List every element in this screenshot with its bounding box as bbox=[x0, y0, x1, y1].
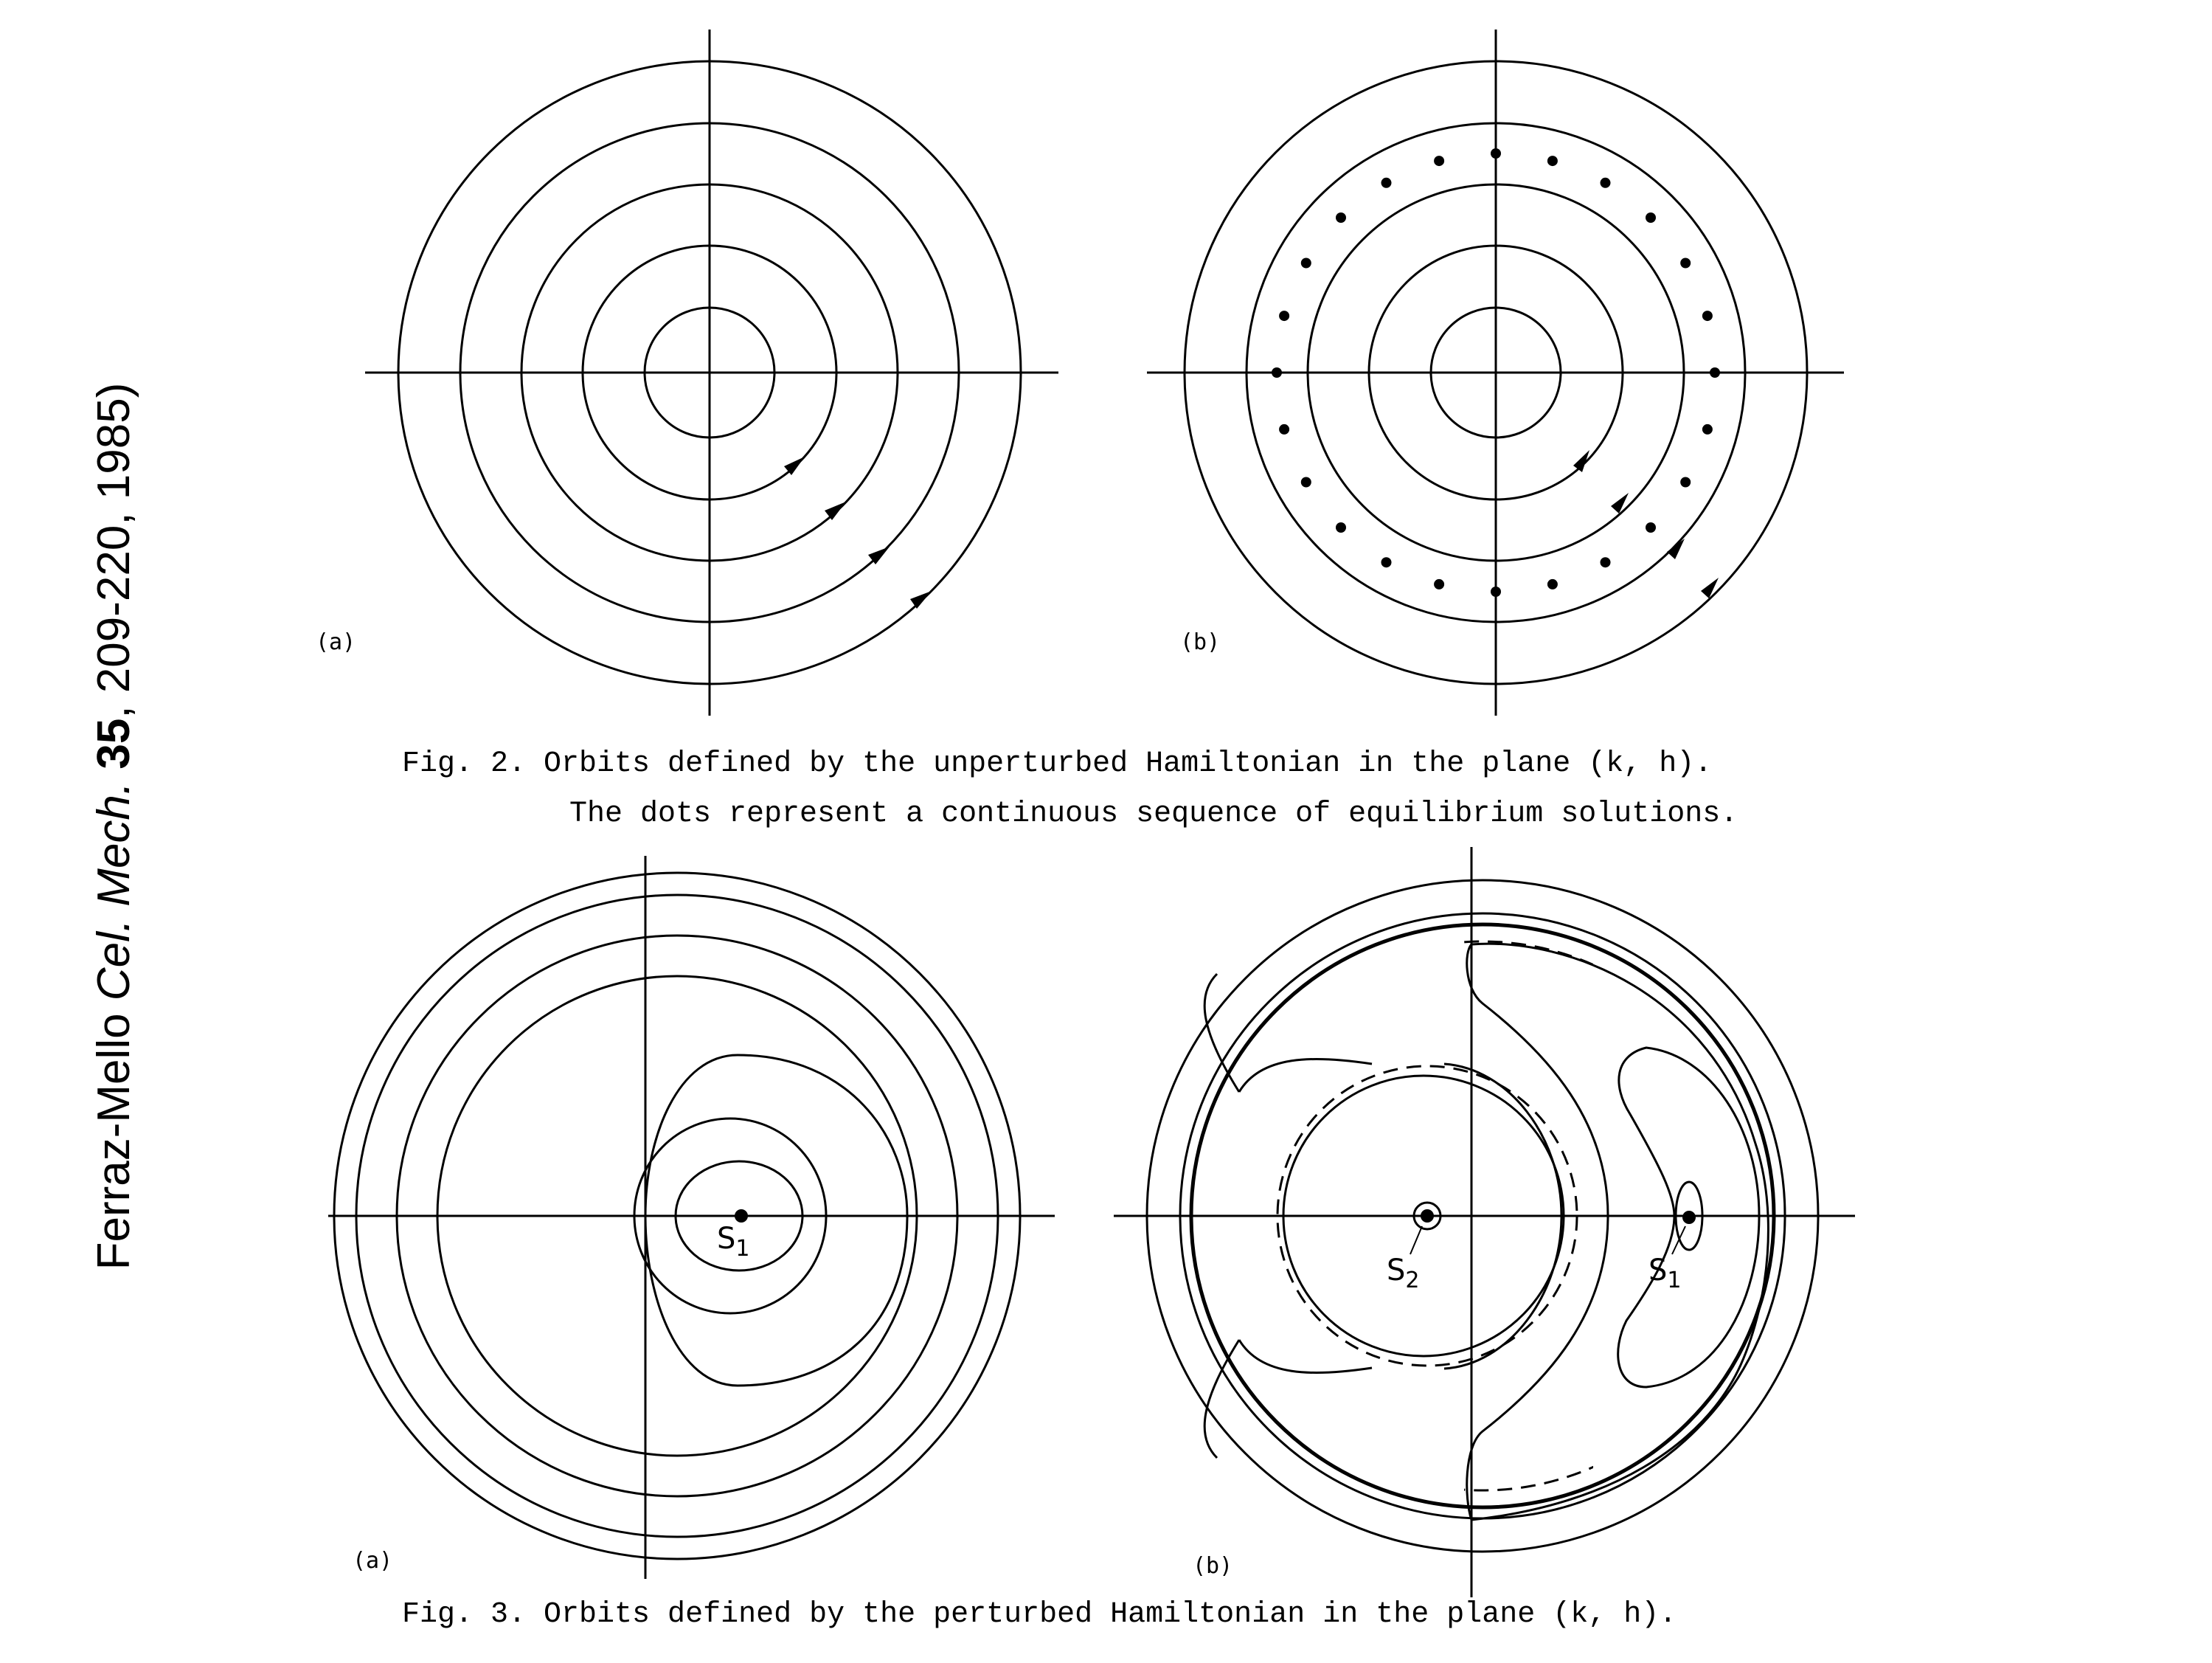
citation-journal: Cel. Mech. bbox=[89, 781, 139, 1001]
fig3b-equilibrium-s2 bbox=[1421, 1209, 1434, 1223]
fig2b-panel-label: (b) bbox=[1180, 629, 1220, 655]
side-citation: Ferraz-Mello Cel. Mech. 35, 209-220, 198… bbox=[81, 236, 148, 1417]
fig3-caption: Fig. 3. Orbits defined by the perturbed … bbox=[402, 1598, 1677, 1631]
fig2-caption-line1: Fig. 2. Orbits defined by the unperturbe… bbox=[402, 747, 1712, 781]
fig2b-equilibrium-dot bbox=[1300, 257, 1311, 269]
fig2b-equilibrium-dot bbox=[1710, 367, 1720, 378]
fig2b-equilibrium-dot bbox=[1300, 477, 1311, 488]
fig3a-diagram bbox=[328, 856, 1055, 1579]
fig2-caption-line2: The dots represent a continuous sequence… bbox=[569, 798, 1738, 831]
fig2b-equilibrium-dot bbox=[1272, 367, 1282, 378]
fig2b-equilibrium-dot bbox=[1279, 311, 1290, 322]
fig3a-s1-label: S1 bbox=[717, 1222, 749, 1262]
fig3b-s1-pointer bbox=[1671, 1225, 1686, 1255]
fig3a-panel-label: (a) bbox=[353, 1548, 392, 1574]
fig2b-equilibrium-dot bbox=[1491, 148, 1501, 159]
fig3a-equilibrium-s1 bbox=[735, 1209, 748, 1223]
fig3b-panel-label: (b) bbox=[1193, 1553, 1232, 1579]
fig2b-equilibrium-dot bbox=[1381, 177, 1392, 188]
fig3b-horseshoe-inner bbox=[1466, 943, 1609, 1521]
fig3b-diagram bbox=[1114, 847, 1855, 1597]
fig2b-equilibrium-dot bbox=[1279, 423, 1290, 435]
fig2b-equilibrium-dot bbox=[1646, 522, 1656, 533]
fig2b-equilibrium-dot bbox=[1680, 477, 1691, 488]
fig2b-equilibrium-dot bbox=[1434, 156, 1445, 167]
citation-details: , 209-220, 1985) bbox=[89, 382, 139, 719]
fig3b-equilibrium-s1 bbox=[1682, 1211, 1696, 1224]
fig2b-equilibrium-dot bbox=[1491, 587, 1501, 597]
fig3b-s2-label: S2 bbox=[1387, 1254, 1419, 1293]
fig2b-diagram bbox=[1147, 30, 1844, 716]
fig2b-equilibrium-dot bbox=[1547, 578, 1558, 590]
citation-volume: 35 bbox=[89, 718, 139, 770]
fig3b-s2-pointer bbox=[1410, 1225, 1423, 1255]
fig2b-equilibrium-dot bbox=[1434, 578, 1445, 590]
fig2b-equilibrium-dot bbox=[1547, 156, 1558, 167]
fig2b-equilibrium-dot bbox=[1702, 423, 1713, 435]
fig2b-equilibrium-dot bbox=[1336, 212, 1346, 223]
fig2b-equilibrium-dots bbox=[1272, 148, 1720, 597]
fig2b-equilibrium-dot bbox=[1600, 177, 1611, 188]
fig3b-horseshoe-outer bbox=[1471, 942, 1769, 1521]
fig2a-direction-arrows bbox=[784, 457, 932, 609]
fig2a-panel-label: (a) bbox=[316, 629, 356, 655]
fig2b-equilibrium-dot bbox=[1702, 311, 1713, 322]
fig2b-direction-arrows bbox=[1573, 450, 1719, 598]
fig2b-equilibrium-dot bbox=[1680, 257, 1691, 269]
fig3b-s2-lobe-links bbox=[1238, 1057, 1373, 1375]
fig2b-equilibrium-dot bbox=[1381, 557, 1392, 568]
fig3b-crescent-orbit bbox=[1617, 1046, 1761, 1389]
fig3b-dashed-separatrix-left bbox=[1464, 940, 1593, 1492]
citation-author: Ferraz-Mello bbox=[89, 1013, 139, 1270]
fig2b-equilibrium-dot bbox=[1600, 557, 1611, 568]
fig3a-separatrix bbox=[644, 1054, 909, 1387]
fig2b-equilibrium-dot bbox=[1646, 212, 1656, 223]
fig3b-s2-lobe-outer bbox=[1203, 972, 1241, 1459]
fig2b-equilibrium-dot bbox=[1336, 522, 1346, 533]
fig3b-s1-label: S1 bbox=[1648, 1254, 1681, 1293]
fig2a-diagram bbox=[365, 30, 1058, 716]
